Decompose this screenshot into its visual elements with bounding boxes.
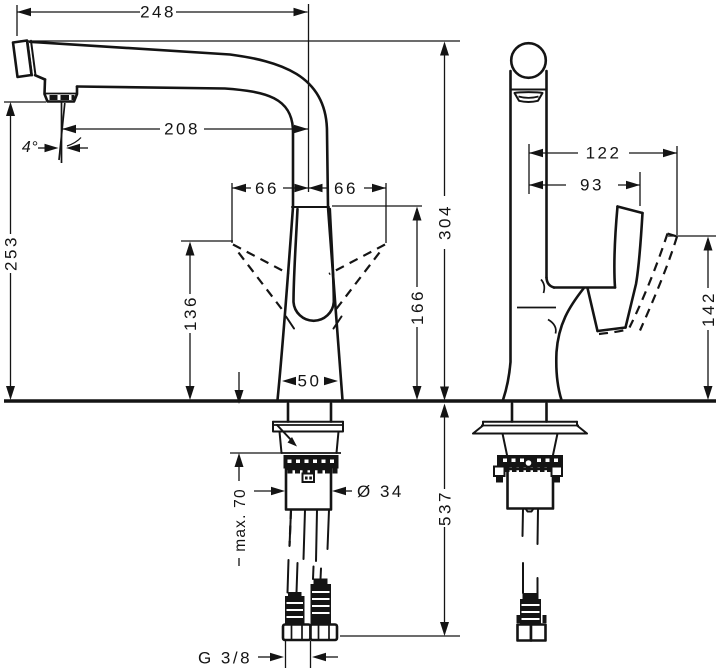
swivel-spout-dashed — [232, 243, 386, 311]
dim-g38 — [258, 641, 338, 668]
body-corner-ticks — [285, 315, 343, 330]
dim-248-label: 248 — [140, 3, 176, 22]
side-toothed-washer — [505, 467, 552, 472]
side-hose-nuts — [516, 623, 547, 642]
dim-166 — [332, 205, 422, 400]
cap-joint-lines — [26, 39, 37, 77]
dim-66-left-label: 66 — [255, 179, 279, 198]
dim-122 — [528, 144, 678, 235]
spray-former — [513, 91, 544, 103]
side-body-left-edge — [501, 69, 512, 402]
dim-253-label: 253 — [2, 235, 21, 271]
side-hose-connector — [516, 593, 547, 624]
front-undercounter-assembly — [272, 402, 344, 642]
dim-4deg-label: 4° — [22, 139, 38, 156]
dim-max70-label: max. 70 — [232, 488, 249, 552]
aerator-face — [49, 95, 58, 100]
hose-connectors — [285, 578, 331, 625]
dim-248 — [16, 4, 310, 192]
dim-136 — [181, 240, 233, 400]
escutcheon-plate — [272, 420, 344, 433]
dim-93-label: 93 — [580, 176, 604, 195]
hose-nuts — [281, 623, 339, 642]
mounting-box — [278, 430, 340, 454]
select-handle — [586, 205, 644, 333]
toothed-washer — [287, 468, 338, 474]
dim-g38-label: G 3/8 — [198, 649, 252, 668]
dim-66-right-label: 66 — [334, 179, 358, 198]
seal-ring — [283, 455, 339, 469]
spout-outer-edge — [28, 40, 330, 208]
dimension-labels: 248 208 4° 66 66 50 253 136 166 304 537 … — [2, 3, 719, 668]
shaft-notch — [524, 507, 535, 513]
swing-arc-lower — [547, 318, 557, 334]
dim-50-label: 50 — [298, 372, 322, 391]
dim-253 — [4, 101, 46, 400]
dim-304-label: 304 — [436, 204, 455, 240]
side-mounting-box — [501, 432, 559, 456]
faucet-side-view — [472, 41, 679, 642]
side-body-rear-edge — [554, 287, 585, 402]
dim-d34-label: Ø 34 — [357, 482, 404, 501]
spout-end-circle — [509, 41, 548, 80]
dim-537-label: 537 — [436, 490, 455, 526]
side-mounting-neck — [510, 402, 548, 423]
side-mounting-shaft — [506, 467, 555, 510]
dim-4deg — [38, 101, 88, 163]
dim-208 — [62, 124, 308, 134]
dim-142-label: 142 — [699, 291, 718, 327]
side-undercounter-assembly — [472, 402, 588, 642]
side-escutcheon-plate — [472, 424, 588, 435]
swing-arc-upper — [540, 278, 546, 294]
mounting-neck — [286, 402, 333, 423]
mounting-bolts — [493, 465, 563, 483]
dim-50 — [282, 376, 338, 386]
dim-66-66 — [231, 183, 387, 243]
dim-122-label: 122 — [586, 144, 622, 163]
fixing-pin — [525, 460, 532, 466]
handle-dashed-position — [598, 232, 679, 336]
body-left-edge — [276, 205, 295, 402]
dim-d34 — [254, 486, 352, 496]
dim-537 — [340, 403, 460, 637]
dim-304 — [440, 41, 449, 401]
faucet-front-view — [11, 39, 386, 642]
supply-hoses — [286, 509, 330, 594]
dim-166-label: 166 — [408, 289, 427, 325]
dimension-lines — [4, 4, 716, 668]
cable-clip — [301, 472, 315, 483]
dim-136-label: 136 — [181, 295, 200, 331]
dim-208-label: 208 — [164, 120, 200, 139]
spout-inner-edge — [75, 85, 295, 208]
dim-max70 — [230, 372, 282, 566]
body-teardrop-contour — [292, 207, 336, 323]
side-supply-hoses — [521, 508, 539, 594]
